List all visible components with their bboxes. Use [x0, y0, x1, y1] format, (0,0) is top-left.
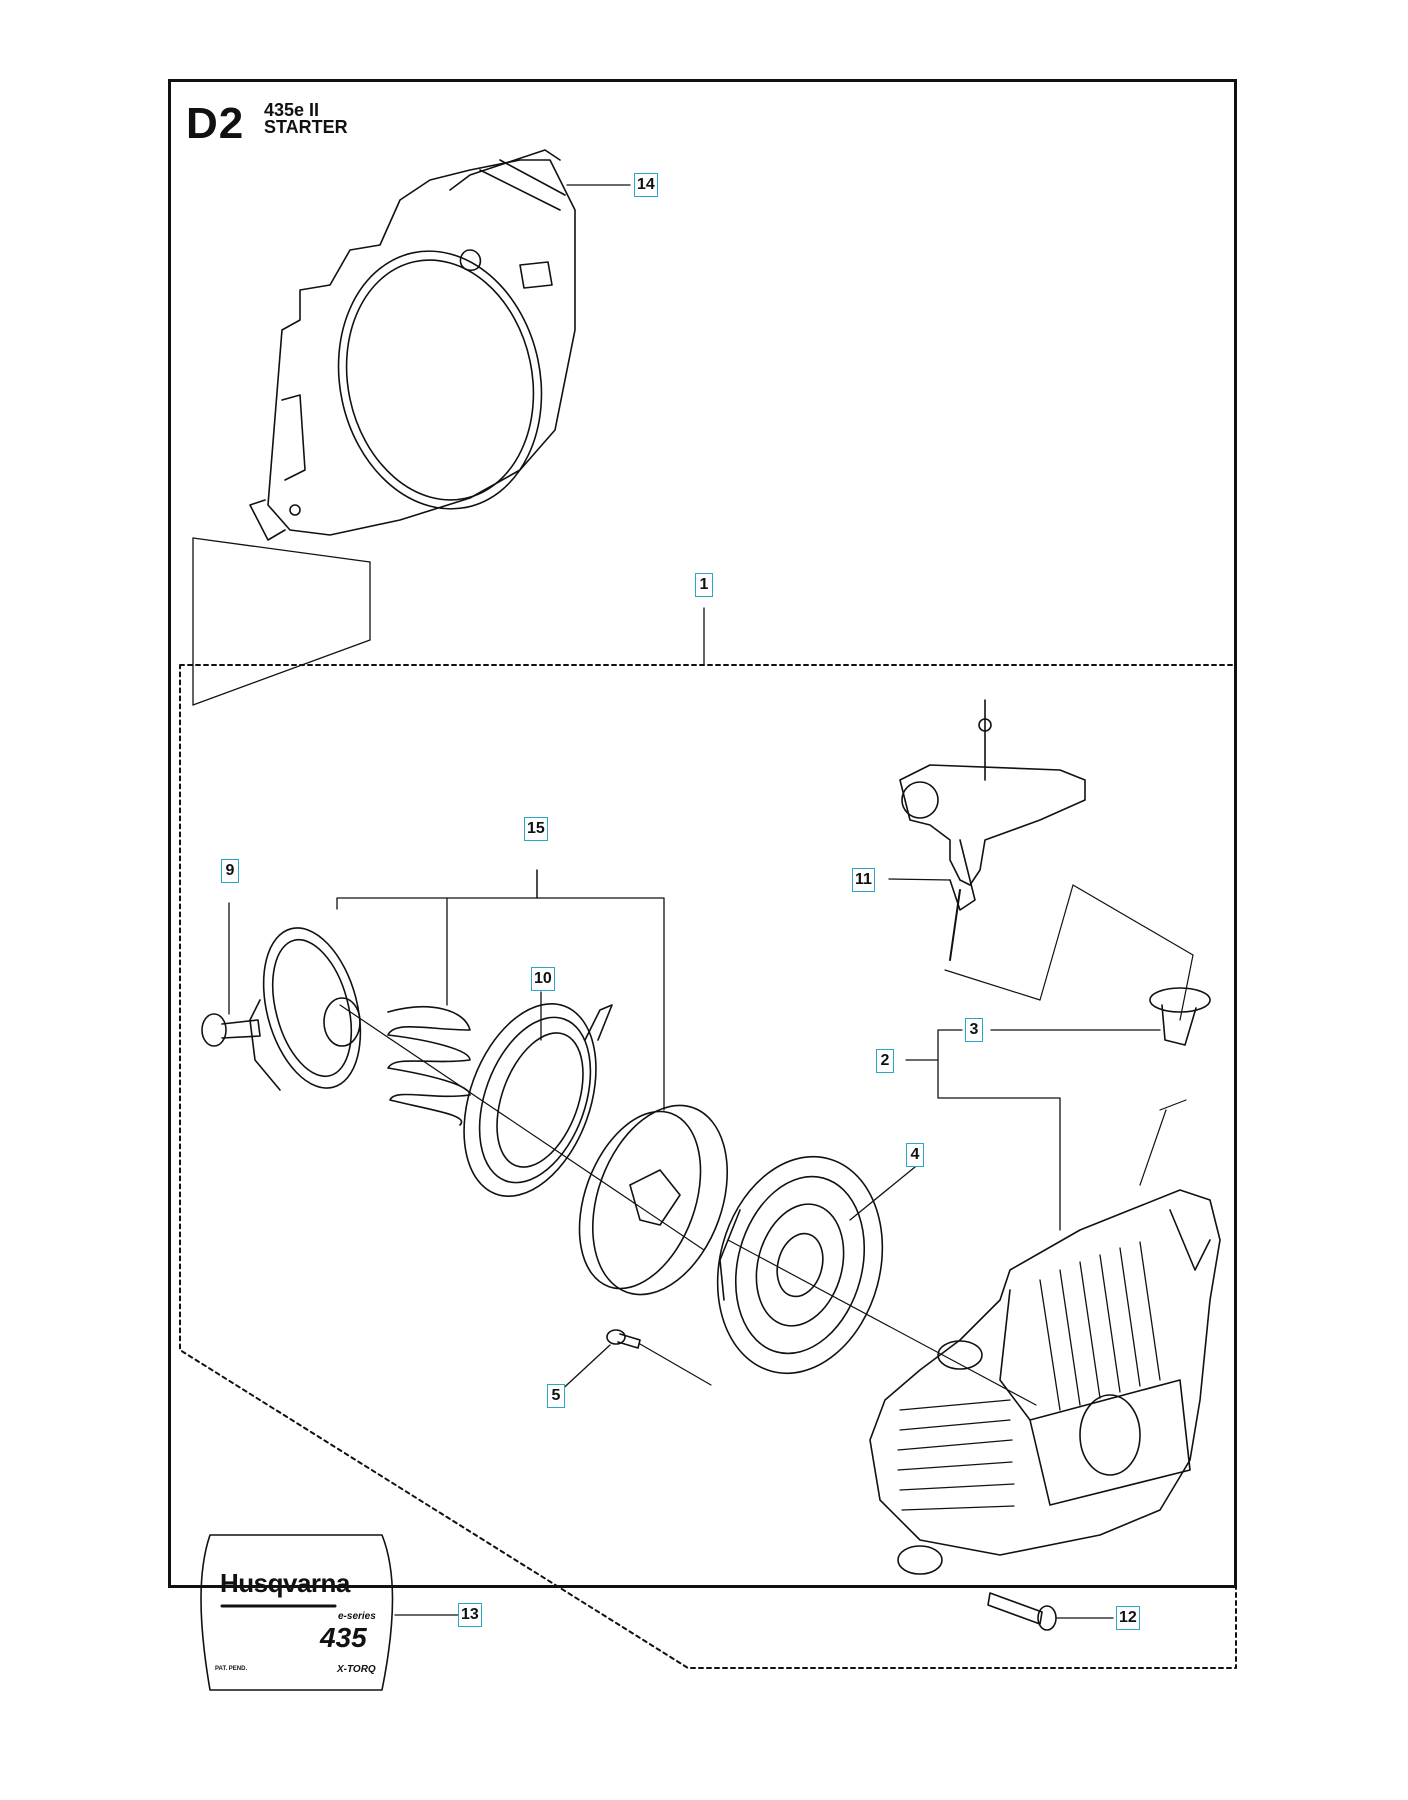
- decal-patent-text: PAT. PEND.: [215, 1666, 248, 1672]
- callout-15: 15: [524, 817, 548, 841]
- screw-part-5: [555, 1329, 712, 1396]
- model-name: 435e II: [264, 100, 320, 120]
- callout-4: 4: [906, 1143, 924, 1167]
- decal-feature-text: X-TORQ: [337, 1664, 376, 1675]
- decal-part: [200, 1534, 459, 1691]
- callout-9: 9: [221, 859, 239, 883]
- pulley-hub-part: [249, 927, 705, 1251]
- callout-12: 12: [1116, 1606, 1140, 1630]
- callout-14: 14: [634, 173, 658, 197]
- callout-11: 11: [852, 868, 875, 892]
- rope-pulley-part: [578, 1104, 1037, 1406]
- callout-10: 10: [531, 967, 555, 991]
- callout-3: 3: [965, 1018, 983, 1042]
- spring-part: [387, 1006, 471, 1126]
- section-code: D2: [186, 99, 245, 148]
- starter-handle-part: [888, 699, 1086, 961]
- decal-brand-text: Husqvarna: [220, 1568, 350, 1598]
- callout-1: 1: [695, 573, 713, 597]
- fan-housing-part: [249, 149, 576, 541]
- screw-part-9: [201, 902, 261, 1047]
- callout-2: 2: [876, 1049, 894, 1073]
- decal-model-text: 435: [320, 1622, 367, 1653]
- screw-part-12: [987, 1592, 1114, 1631]
- recoil-spring-part: [463, 991, 613, 1197]
- callout-13: 13: [458, 1603, 482, 1627]
- recoil-cassette-part: [716, 1155, 916, 1375]
- rope-eyelet-part: [990, 987, 1211, 1046]
- decal-series-text: e-series: [338, 1611, 376, 1622]
- callout-5: 5: [547, 1384, 565, 1408]
- starter-housing-part: [869, 1189, 1221, 1575]
- diagram-title: STARTER: [264, 117, 348, 137]
